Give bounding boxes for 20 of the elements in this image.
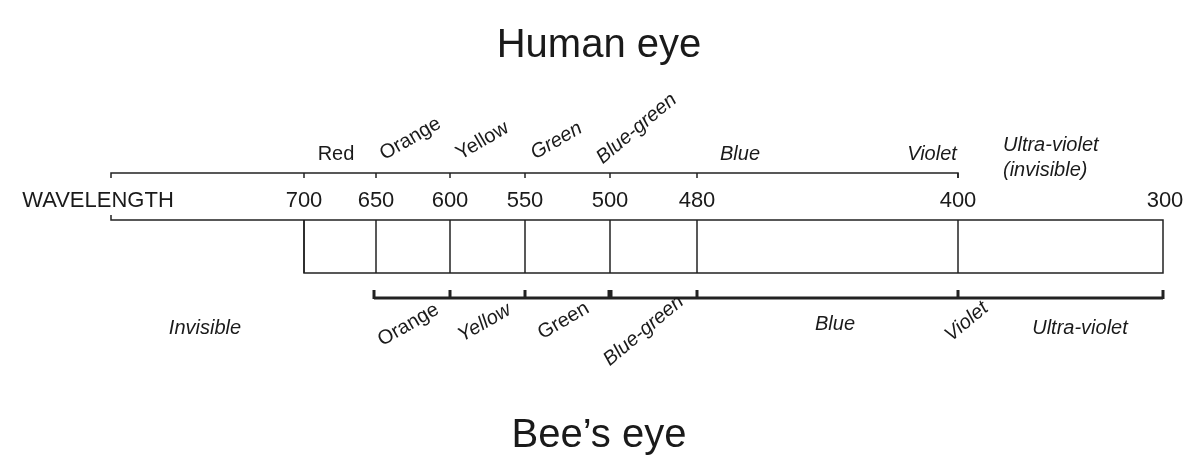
color-label: Green bbox=[525, 115, 587, 165]
wavelength-value: 700 bbox=[285, 186, 323, 214]
color-label: Invisible bbox=[168, 314, 242, 340]
wavelength-value: 650 bbox=[357, 186, 395, 214]
diagram-caption: Bee’s eye bbox=[510, 410, 688, 457]
axis-title: WAVELENGTH bbox=[22, 186, 174, 214]
wavelength-value: 480 bbox=[678, 186, 716, 214]
wavelength-value: 500 bbox=[591, 186, 629, 214]
color-label: Ultra-violet (invisible) bbox=[1003, 132, 1100, 182]
color-label: Green bbox=[532, 295, 594, 345]
color-label: Blue bbox=[815, 310, 855, 336]
wavelength-value: 550 bbox=[506, 186, 544, 214]
wavelength-value: 300 bbox=[1146, 186, 1184, 214]
wavelength-value: 600 bbox=[431, 186, 469, 214]
color-label: Violet bbox=[907, 140, 957, 166]
wavelength-value: 400 bbox=[939, 186, 977, 214]
color-label: Blue bbox=[720, 140, 760, 166]
color-label: Ultra-violet bbox=[1032, 314, 1128, 340]
color-label: Red bbox=[317, 140, 355, 166]
diagram-title: Human eye bbox=[495, 20, 703, 67]
